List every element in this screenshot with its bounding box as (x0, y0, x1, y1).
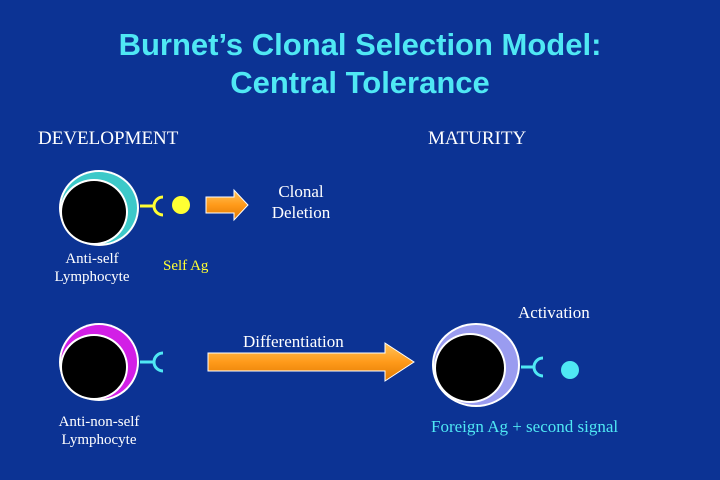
maturity-header: MATURITY (428, 128, 527, 149)
foreign-antigen-dot (561, 361, 579, 379)
title-line-1: Burnet’s Clonal Selection Model: (118, 27, 602, 62)
clonal-deletion-line-1: Clonal (278, 182, 324, 201)
title-line-2: Central Tolerance (230, 65, 490, 100)
activation-label: Activation (518, 303, 590, 322)
anti-self-receptor (140, 195, 164, 217)
anti-self-lymphocyte (59, 170, 139, 246)
anti-self-label-line-2: Lymphocyte (54, 269, 130, 285)
clonal-deletion-line-2: Deletion (271, 203, 331, 222)
anti-self-label: Anti-self Lymphocyte (42, 250, 142, 286)
differentiation-label: Differentiation (243, 332, 344, 351)
deletion-arrow (205, 188, 249, 222)
differentiation-arrow (207, 342, 415, 382)
anti-non-self-lymphocyte (59, 323, 139, 401)
anti-non-self-label: Anti-non-self Lymphocyte (36, 413, 162, 449)
development-header: DEVELOPMENT (38, 128, 179, 149)
anti-non-self-nucleus (62, 336, 126, 398)
mature-lymphocyte (432, 323, 520, 407)
anti-self-label-line-1: Anti-self (65, 251, 119, 267)
self-ag-label: Self Ag (163, 258, 209, 274)
anti-self-nucleus (62, 181, 126, 243)
foreign-ag-label: Foreign Ag + second signal (431, 417, 619, 436)
mature-receptor (521, 356, 544, 378)
anti-non-self-label-line-1: Anti-non-self (58, 414, 140, 430)
self-antigen-dot (172, 196, 190, 214)
anti-non-self-label-line-2: Lymphocyte (61, 432, 137, 448)
slide-title: Burnet’s Clonal Selection Model: Central… (0, 26, 720, 102)
anti-non-self-receptor (140, 351, 164, 373)
mature-nucleus (436, 335, 504, 401)
clonal-deletion-label: Clonal Deletion (255, 181, 347, 223)
